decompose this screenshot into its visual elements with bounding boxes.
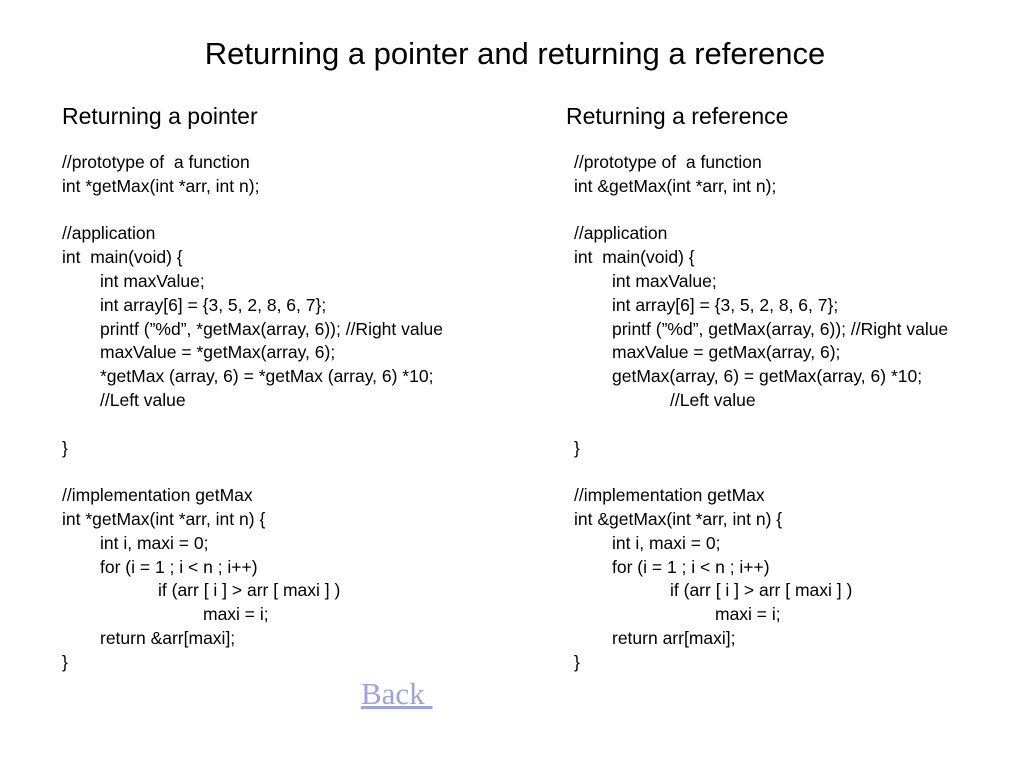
code-line: //implementation getMax xyxy=(62,485,253,506)
code-line: printf (”%d”, getMax(array, 6)); //Right… xyxy=(612,318,949,339)
code-line: int main(void) { xyxy=(574,247,695,268)
code-line: //implementation getMax xyxy=(574,485,765,506)
code-line: *getMax (array, 6) = *getMax (array, 6) … xyxy=(100,366,434,387)
code-line: getMax(array, 6) = getMax(array, 6) *10; xyxy=(612,366,923,387)
code-line: int &getMax(int *arr, int n); xyxy=(574,175,777,196)
code-line: int *getMax(int *arr, int n) { xyxy=(62,508,266,529)
code-line: //Left value xyxy=(670,389,756,410)
code-line xyxy=(62,413,443,437)
code-line: for (i = 1 ; i < n ; i++) xyxy=(612,556,770,577)
code-block-pointer: //prototype of a function int *getMax(int… xyxy=(62,151,443,675)
code-line: } xyxy=(574,437,580,458)
code-line xyxy=(574,460,948,484)
code-line: printf (”%d”, *getMax(array, 6)); //Righ… xyxy=(100,318,443,339)
code-line: int main(void) { xyxy=(62,247,183,268)
code-line: int maxValue; xyxy=(100,270,205,291)
code-line: int i, maxi = 0; xyxy=(612,532,721,553)
code-line: if (arr [ i ] > arr [ maxi ] ) xyxy=(158,580,341,601)
slide-title: Returning a pointer and returning a refe… xyxy=(204,36,826,71)
code-line: maxValue = *getMax(array, 6); xyxy=(100,342,336,363)
code-line xyxy=(574,413,948,437)
code-line: int array[6] = {3, 5, 2, 8, 6, 7}; xyxy=(612,294,839,315)
code-line: return arr[maxi]; xyxy=(612,627,736,648)
code-line: maxValue = getMax(array, 6); xyxy=(612,342,841,363)
code-line: int *getMax(int *arr, int n); xyxy=(62,175,260,196)
code-line xyxy=(62,460,443,484)
code-line: maxi = i; xyxy=(203,604,269,625)
code-line: //Left value xyxy=(100,389,186,410)
code-line: int i, maxi = 0; xyxy=(100,532,209,553)
code-line: //application xyxy=(574,223,668,244)
code-line: maxi = i; xyxy=(715,604,781,625)
code-line: //prototype of a function xyxy=(574,152,762,172)
code-line: int array[6] = {3, 5, 2, 8, 6, 7}; xyxy=(100,294,327,315)
code-line: //application xyxy=(62,223,156,244)
code-line: } xyxy=(62,651,68,672)
code-line: return &arr[maxi]; xyxy=(100,627,236,648)
heading-returning-pointer: Returning a pointer xyxy=(62,103,258,129)
code-line: //prototype of a function xyxy=(62,152,250,172)
code-line: int &getMax(int *arr, int n) { xyxy=(574,508,783,529)
code-line: if (arr [ i ] > arr [ maxi ] ) xyxy=(670,580,853,601)
code-line: } xyxy=(62,437,68,458)
code-block-reference: //prototype of a function int &getMax(int… xyxy=(574,151,948,675)
code-line: int maxValue; xyxy=(612,270,717,291)
code-line xyxy=(574,199,948,223)
code-line: } xyxy=(574,651,580,672)
code-line xyxy=(62,199,443,223)
heading-returning-reference: Returning a reference xyxy=(566,103,789,129)
back-link[interactable]: Back xyxy=(361,676,433,711)
code-line: for (i = 1 ; i < n ; i++) xyxy=(100,556,258,577)
